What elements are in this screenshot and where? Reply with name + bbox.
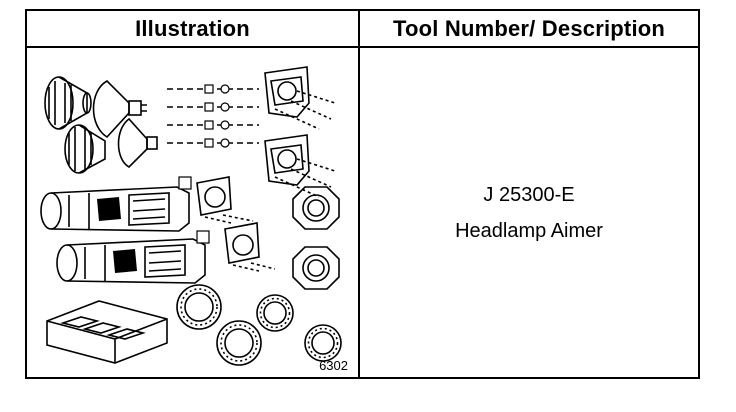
figure-number: 6302 (319, 358, 348, 373)
ring-3 (216, 320, 262, 366)
bulb-2 (117, 117, 158, 168)
ring-1 (176, 284, 222, 330)
tool-description-header: Tool Number/ Description (392, 15, 666, 41)
tool-kit-drawing (40, 66, 342, 366)
aimer-unit-2 (56, 230, 210, 284)
column-divider (358, 11, 360, 377)
bulb-1 (92, 80, 147, 139)
mount-1 (196, 176, 254, 224)
connector-parts (167, 84, 259, 148)
header-divider (27, 46, 698, 48)
adapter-cone-1 (44, 76, 92, 130)
bracket-1 (264, 66, 336, 130)
adapter-cone-2 (64, 124, 106, 174)
octagon-adapter-2 (292, 246, 340, 290)
illustration-header: Illustration (135, 15, 250, 41)
bracket-2 (264, 134, 336, 198)
aimer-unit-1 (40, 176, 192, 232)
tool-table: Illustration Tool Number/ Description (25, 9, 700, 379)
mount-2 (224, 222, 276, 272)
tool-number: J 25300-E (483, 183, 575, 206)
ring-4 (304, 324, 342, 362)
ring-2 (256, 294, 294, 332)
headlamp-aimer-illustration: 6302 (29, 51, 356, 376)
storage-case (46, 300, 168, 364)
octagon-adapter-1 (292, 186, 340, 230)
tool-description: Headlamp Aimer (455, 219, 603, 242)
tool-description-cell: J 25300-E Headlamp Aimer (360, 48, 698, 377)
